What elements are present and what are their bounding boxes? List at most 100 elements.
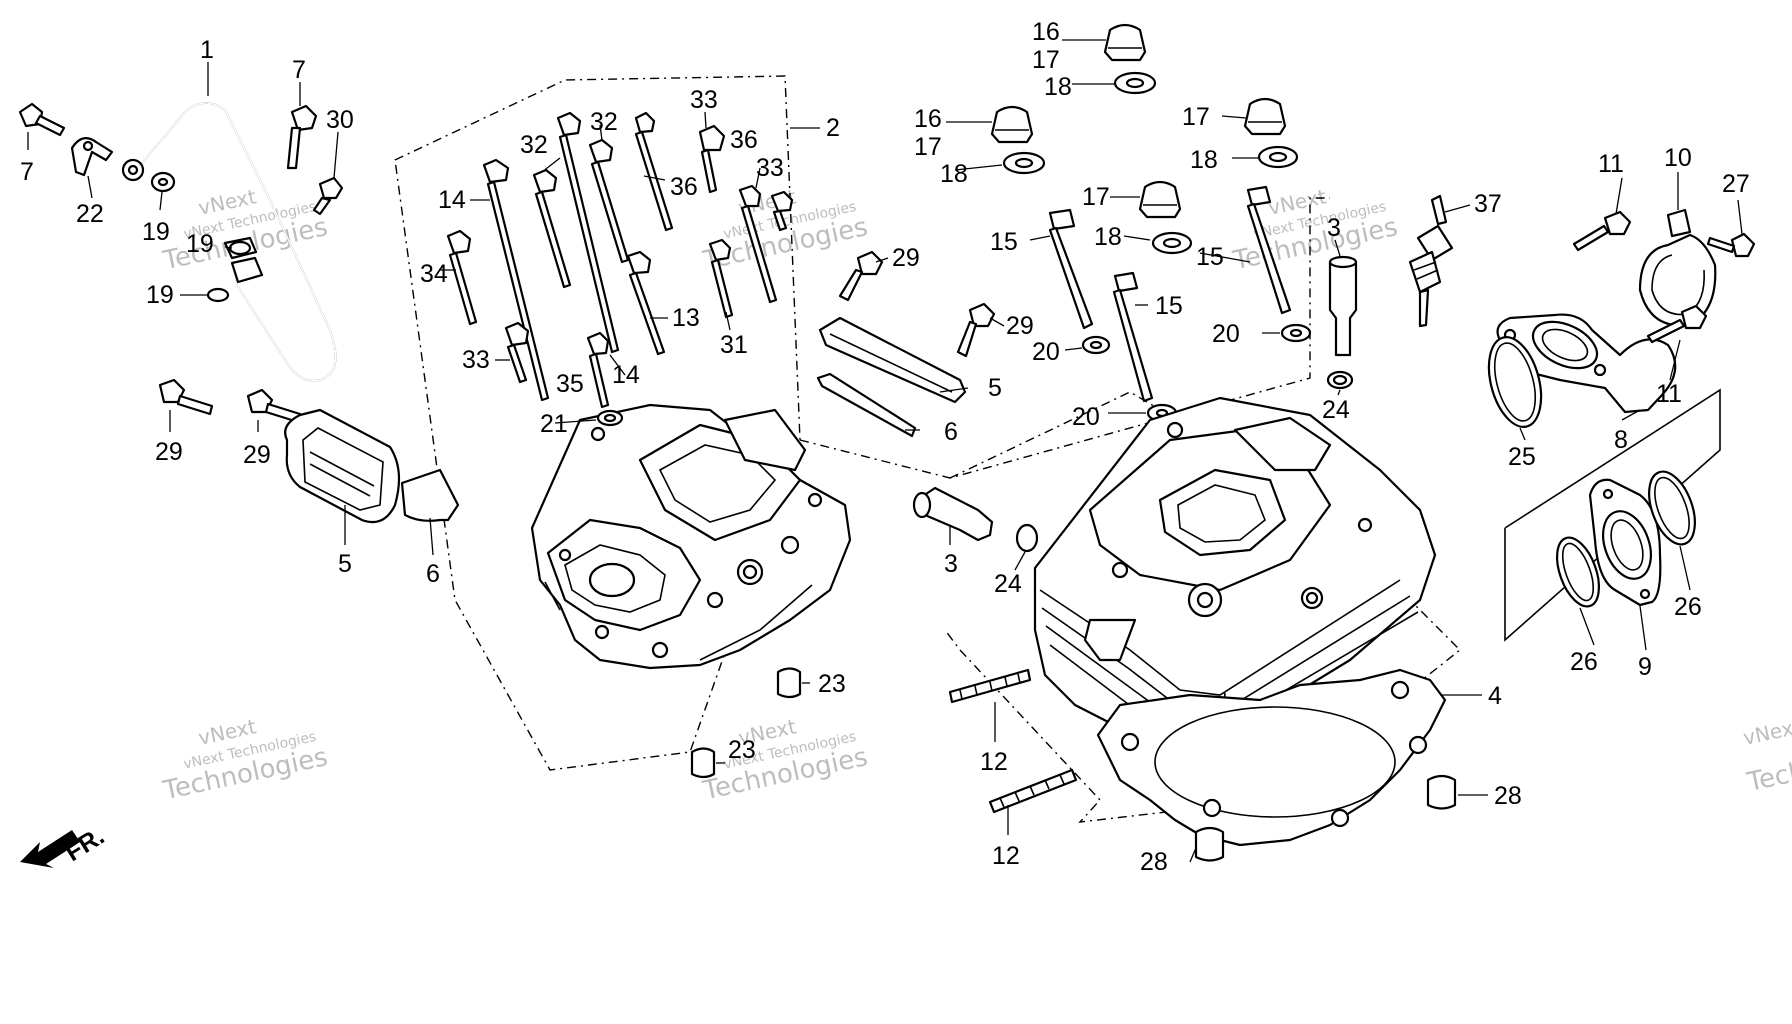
callout-35: 35: [556, 370, 584, 398]
svg-text:vNext: vNext: [1741, 714, 1792, 750]
callout-3: 3: [1327, 214, 1341, 242]
leader-lines: [27, 39, 1743, 863]
callout-18: 18: [1044, 73, 1072, 101]
intake-clamp-10: [1638, 208, 1717, 327]
callout-15: 15: [1155, 292, 1183, 320]
callout-18: 18: [940, 160, 968, 188]
callout-33: 33: [756, 154, 784, 182]
callout-14: 14: [438, 186, 466, 214]
intake-gasket-25: [1487, 336, 1543, 428]
front-direction-arrow: FR.: [20, 822, 109, 868]
studs-12: [948, 668, 1078, 814]
callout-29: 29: [892, 244, 920, 272]
callout-17: 17: [1032, 46, 1060, 74]
callout-37: 37: [1474, 190, 1502, 218]
callout-6: 6: [944, 418, 958, 446]
callout-36: 36: [730, 126, 758, 154]
front-valve-cover: [816, 316, 967, 438]
callout-29: 29: [1006, 312, 1034, 340]
callout-25: 25: [1508, 443, 1536, 471]
intake-bolts-11: [1572, 210, 1756, 344]
bolt-7: [18, 102, 66, 137]
callout-26: 26: [1674, 593, 1702, 621]
callout-15: 15: [1196, 243, 1224, 271]
rear-cylinder-head: [530, 403, 852, 670]
callout-29: 29: [155, 438, 183, 466]
callout-8: 8: [1614, 426, 1628, 454]
callout-12: 12: [992, 842, 1020, 870]
callout-23: 23: [818, 670, 846, 698]
callout-33: 33: [462, 346, 490, 374]
intake-manifold-8: [1496, 313, 1677, 414]
callout-6: 6: [426, 560, 440, 588]
callout-19: 19: [186, 230, 214, 258]
callout-24: 24: [994, 570, 1022, 598]
watermark: vNext vNext Technologies Technologies: [700, 714, 871, 806]
callout-12: 12: [980, 748, 1008, 776]
callout-11: 11: [1598, 150, 1624, 178]
bolt-29-left: [158, 378, 302, 424]
callout-31: 31: [720, 331, 748, 359]
callout-27: 27: [1722, 170, 1750, 198]
carb-insulator-9: [1555, 470, 1696, 608]
dowel-pins: [690, 667, 1457, 862]
callout-32: 32: [590, 108, 618, 136]
rear-valve-cover: [284, 408, 460, 524]
callout-17: 17: [1182, 103, 1210, 131]
callout-7: 7: [20, 158, 34, 186]
head-gasket-4: [1096, 668, 1447, 847]
bracket-22: [70, 137, 114, 177]
spark-plug-37: [1408, 194, 1454, 328]
bolt-30: [312, 176, 344, 216]
callout-3: 3: [944, 550, 958, 578]
callout-21: 21: [540, 410, 568, 438]
callout-9: 9: [1638, 653, 1652, 681]
valve-guide-3: [912, 255, 1358, 553]
callout-17: 17: [914, 133, 942, 161]
callout-30: 30: [326, 106, 354, 134]
callout-24: 24: [1322, 396, 1350, 424]
callout-7: 7: [292, 56, 306, 84]
watermark: vNext Technologies: [1741, 714, 1792, 798]
callout-26: 26: [1570, 648, 1598, 676]
front-cylinder-head: [1033, 396, 1437, 742]
rear-head-bolts: [446, 111, 794, 427]
callout-28: 28: [1140, 848, 1168, 876]
intake-group-outline: [1504, 388, 1721, 642]
callout-32: 32: [520, 131, 548, 159]
callout-22: 22: [76, 200, 104, 228]
callout-34: 34: [420, 260, 448, 288]
front-head-assembly-outline: [799, 197, 1330, 479]
callout-labels: 1 7 7 30 22 19 19 19 29 29 5 6 2 33 32 3…: [20, 18, 1750, 876]
callout-5: 5: [338, 550, 352, 578]
rear-head-assembly-outline: [394, 75, 801, 771]
callout-36: 36: [670, 173, 698, 201]
callout-4: 4: [1488, 682, 1502, 710]
callout-19: 19: [146, 281, 174, 309]
bolt-7-upper: [286, 104, 318, 170]
callout-16: 16: [1032, 18, 1060, 46]
callout-29: 29: [243, 441, 271, 469]
callout-19: 19: [142, 218, 170, 246]
callout-15: 15: [990, 228, 1018, 256]
callout-17: 17: [1082, 183, 1110, 211]
watermark: vNext vNext Technologies Technologies: [1230, 184, 1401, 276]
callout-33: 33: [690, 86, 718, 114]
watermark: vNext vNext Technologies Technologies: [160, 714, 331, 806]
callout-1: 1: [200, 36, 214, 64]
callout-14: 14: [612, 361, 640, 389]
bolt-29-center: [838, 250, 996, 358]
callout-5: 5: [988, 374, 1002, 402]
callout-23: 23: [728, 736, 756, 764]
front-label: FR.: [60, 822, 109, 867]
callout-16: 16: [914, 105, 942, 133]
studs-15: [1048, 185, 1312, 423]
oil-pipe: [121, 102, 337, 382]
callout-20: 20: [1072, 403, 1100, 431]
callout-18: 18: [1094, 223, 1122, 251]
callout-2: 2: [826, 114, 840, 142]
callout-13: 13: [672, 304, 700, 332]
callout-28: 28: [1494, 782, 1522, 810]
callout-11: 11: [1656, 380, 1682, 408]
callout-18: 18: [1190, 146, 1218, 174]
